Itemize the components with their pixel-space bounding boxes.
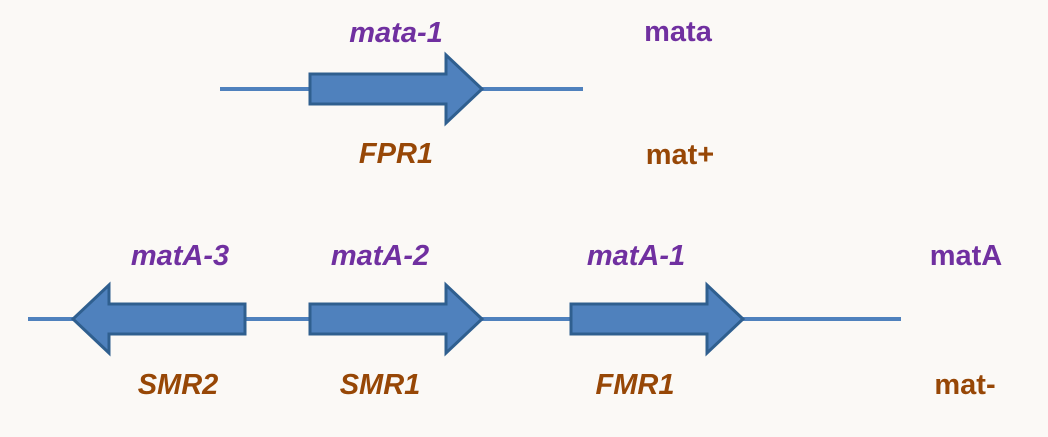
mata-locus-name: mata	[644, 16, 713, 48]
smr1-gene-label: SMR1	[340, 369, 421, 401]
mata-locus: mata-1 FPR1 mata mat+	[220, 16, 714, 171]
matA-locus-name: matA	[930, 240, 1003, 272]
mata-1-gene-label: mata-1	[349, 17, 443, 49]
mat-plus-locus-name: mat+	[646, 139, 715, 171]
matA-3-gene-label: matA-3	[131, 240, 229, 272]
matA-1-gene-arrow	[569, 281, 746, 357]
matA-1-gene-label: matA-1	[587, 240, 685, 272]
mat-minus-locus-name: mat-	[934, 369, 995, 401]
matA-locus: matA-3 matA-2 matA-1 SMR2 SMR1 FMR1 matA…	[28, 240, 1002, 401]
matA-2-gene-arrow	[308, 281, 485, 357]
fpr1-gene-label: FPR1	[359, 138, 433, 170]
fmr1-gene-label: FMR1	[596, 369, 675, 401]
mata-1-gene-arrow	[308, 51, 485, 127]
matA-2-gene-label: matA-2	[331, 240, 429, 272]
smr2-gene-label: SMR2	[138, 369, 219, 401]
matA-3-gene-arrow	[70, 281, 247, 357]
